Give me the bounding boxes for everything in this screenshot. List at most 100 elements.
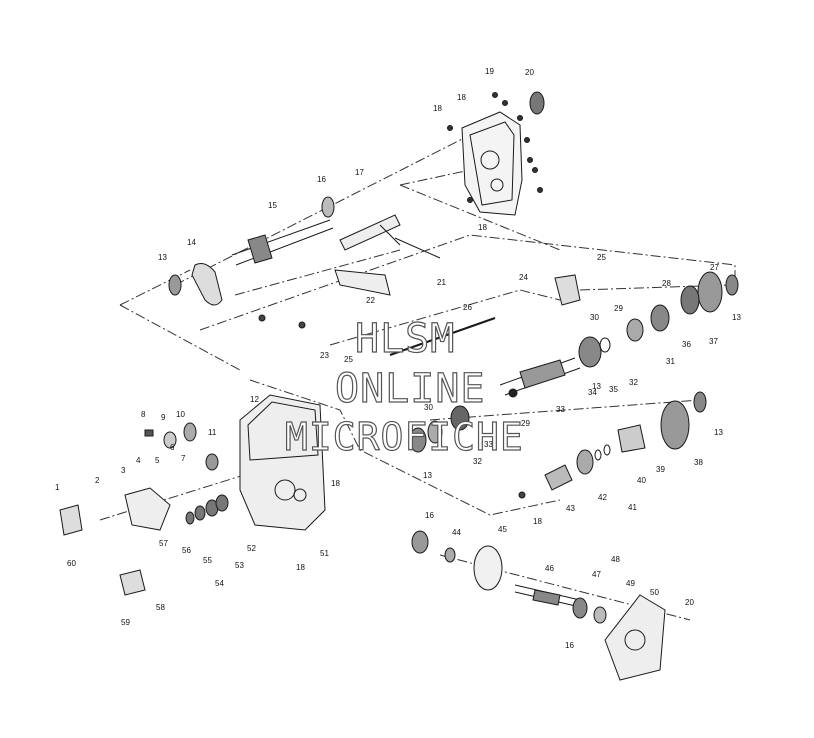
- callout-22: 22: [366, 296, 375, 305]
- callout-30: 30: [424, 403, 433, 412]
- callout-42: 42: [598, 493, 607, 502]
- callout-52: 52: [247, 544, 256, 553]
- assembly-line: [399, 169, 561, 251]
- bolt-set-top: [447, 92, 543, 203]
- callout-26: 26: [463, 303, 472, 312]
- bearing-21: [529, 91, 545, 115]
- callout-19: 19: [485, 67, 494, 76]
- assembly-line: [249, 379, 561, 516]
- callout-4: 4: [136, 456, 141, 465]
- callout-20: 20: [685, 598, 694, 607]
- callout-34: 34: [588, 388, 597, 397]
- callout-24: 24: [519, 273, 528, 282]
- callout-28: 28: [662, 279, 671, 288]
- callout-23: 23: [320, 351, 329, 360]
- callout-36: 36: [682, 340, 691, 349]
- assembly-line: [234, 249, 401, 296]
- assembly-line: [329, 289, 561, 346]
- callout-6: 6: [170, 443, 175, 452]
- callout-14: 14: [187, 238, 196, 247]
- callout-13: 13: [592, 382, 601, 391]
- middle-bearings: [409, 405, 470, 453]
- belt: [191, 263, 223, 306]
- shift-fork-25: [554, 274, 581, 306]
- callout-37: 37: [709, 337, 718, 346]
- callout-13: 13: [423, 471, 432, 480]
- callout-47: 47: [592, 570, 601, 579]
- callout-5: 5: [155, 456, 160, 465]
- callout-11: 11: [208, 428, 217, 437]
- callout-45: 45: [498, 525, 507, 534]
- nut-24b: [298, 321, 306, 329]
- callout-58: 58: [156, 603, 165, 612]
- input-shaft: [231, 196, 441, 266]
- callout-16: 16: [317, 175, 326, 184]
- callout-18: 18: [296, 563, 305, 572]
- callout-18: 18: [457, 93, 466, 102]
- main-shaft: [499, 357, 581, 398]
- callout-9: 9: [161, 413, 166, 422]
- main-housing: [239, 394, 326, 531]
- callout-29: 29: [521, 419, 530, 428]
- callout-48: 48: [611, 555, 620, 564]
- watermark-line-1: HLSM: [355, 316, 455, 362]
- callout-17: 17: [355, 168, 364, 177]
- callout-41: 41: [628, 503, 637, 512]
- gear-cluster-upper: [578, 271, 739, 368]
- seal-row: [185, 494, 229, 525]
- callout-39: 39: [656, 465, 665, 474]
- callout-18: 18: [433, 104, 442, 113]
- shift-rod-27: [389, 317, 496, 356]
- bearing-13: [168, 274, 182, 296]
- watermark-line-3: MICROFICHE: [285, 415, 524, 459]
- callout-29: 29: [614, 304, 623, 313]
- watermark-line-2: ONLINE: [335, 366, 486, 412]
- callout-60: 60: [67, 559, 76, 568]
- callout-21: 21: [437, 278, 446, 287]
- callout-8: 8: [141, 410, 146, 419]
- callout-38: 38: [694, 458, 703, 467]
- gear-cluster-lower: [518, 391, 707, 499]
- callout-7: 7: [181, 454, 186, 463]
- callout-2: 2: [95, 476, 100, 485]
- assembly-line: [429, 399, 701, 421]
- callout-30: 30: [590, 313, 599, 322]
- callout-1: 1: [55, 483, 60, 492]
- callout-33: 33: [556, 405, 565, 414]
- callout-40: 40: [637, 476, 646, 485]
- callout-35: 35: [609, 385, 618, 394]
- callout-25: 25: [344, 355, 353, 364]
- callout-13: 13: [158, 253, 167, 262]
- callout-10: 10: [176, 410, 185, 419]
- callout-51: 51: [320, 549, 329, 558]
- callout-18: 18: [331, 479, 340, 488]
- callout-27: 27: [710, 263, 719, 272]
- output-assembly: [411, 530, 666, 681]
- assembly-line: [199, 234, 736, 331]
- assembly-line: [99, 469, 261, 521]
- callout-12: 12: [250, 395, 259, 404]
- callout-18: 18: [478, 223, 487, 232]
- callout-3: 3: [121, 466, 126, 475]
- callout-13: 13: [732, 313, 741, 322]
- callout-44: 44: [452, 528, 461, 537]
- callout-16: 16: [425, 511, 434, 520]
- callout-43: 43: [566, 504, 575, 513]
- callout-15: 15: [268, 201, 277, 210]
- callout-20: 20: [525, 68, 534, 77]
- callout-53: 53: [235, 561, 244, 570]
- callout-32: 32: [629, 378, 638, 387]
- callout-50: 50: [650, 588, 659, 597]
- shift-bracket: [334, 269, 391, 296]
- callout-55: 55: [203, 556, 212, 565]
- top-cover: [461, 111, 523, 216]
- callout-54: 54: [215, 579, 224, 588]
- callout-16: 16: [565, 641, 574, 650]
- callout-46: 46: [545, 564, 554, 573]
- callout-25: 25: [597, 253, 606, 262]
- assembly-line: [119, 269, 241, 371]
- callout-56: 56: [182, 546, 191, 555]
